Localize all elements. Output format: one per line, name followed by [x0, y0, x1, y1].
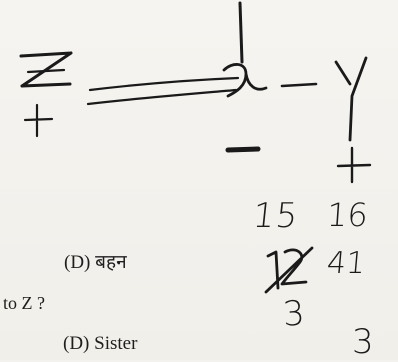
hw-line-top: [26, 68, 66, 74]
hw-vertical-stroke: [238, 1, 244, 64]
hw-connector-lower: [86, 88, 238, 106]
option-d-english: (D) Sister: [63, 333, 138, 354]
hw-letter-x: [222, 63, 268, 98]
hw-plus-y: [336, 146, 372, 184]
option-d-hindi: (D) बहन: [64, 252, 127, 273]
hw-plus-z: [23, 103, 54, 138]
handwritten-number-41: 41: [325, 246, 367, 281]
question-fragment: to Z ?: [3, 293, 45, 313]
hw-struck-numeral: [264, 246, 314, 294]
hw-letter-y: [334, 56, 368, 142]
handwritten-number-3-left: 3: [281, 293, 307, 335]
handwritten-number-3-right: 3: [352, 322, 374, 362]
handwritten-number-15: 15: [250, 196, 301, 236]
handwritten-number-16: 16: [325, 196, 370, 234]
hw-connector-upper: [88, 76, 240, 92]
hw-minus: [225, 146, 261, 153]
hw-dash: [280, 82, 318, 88]
hw-letter-z: [19, 51, 73, 88]
